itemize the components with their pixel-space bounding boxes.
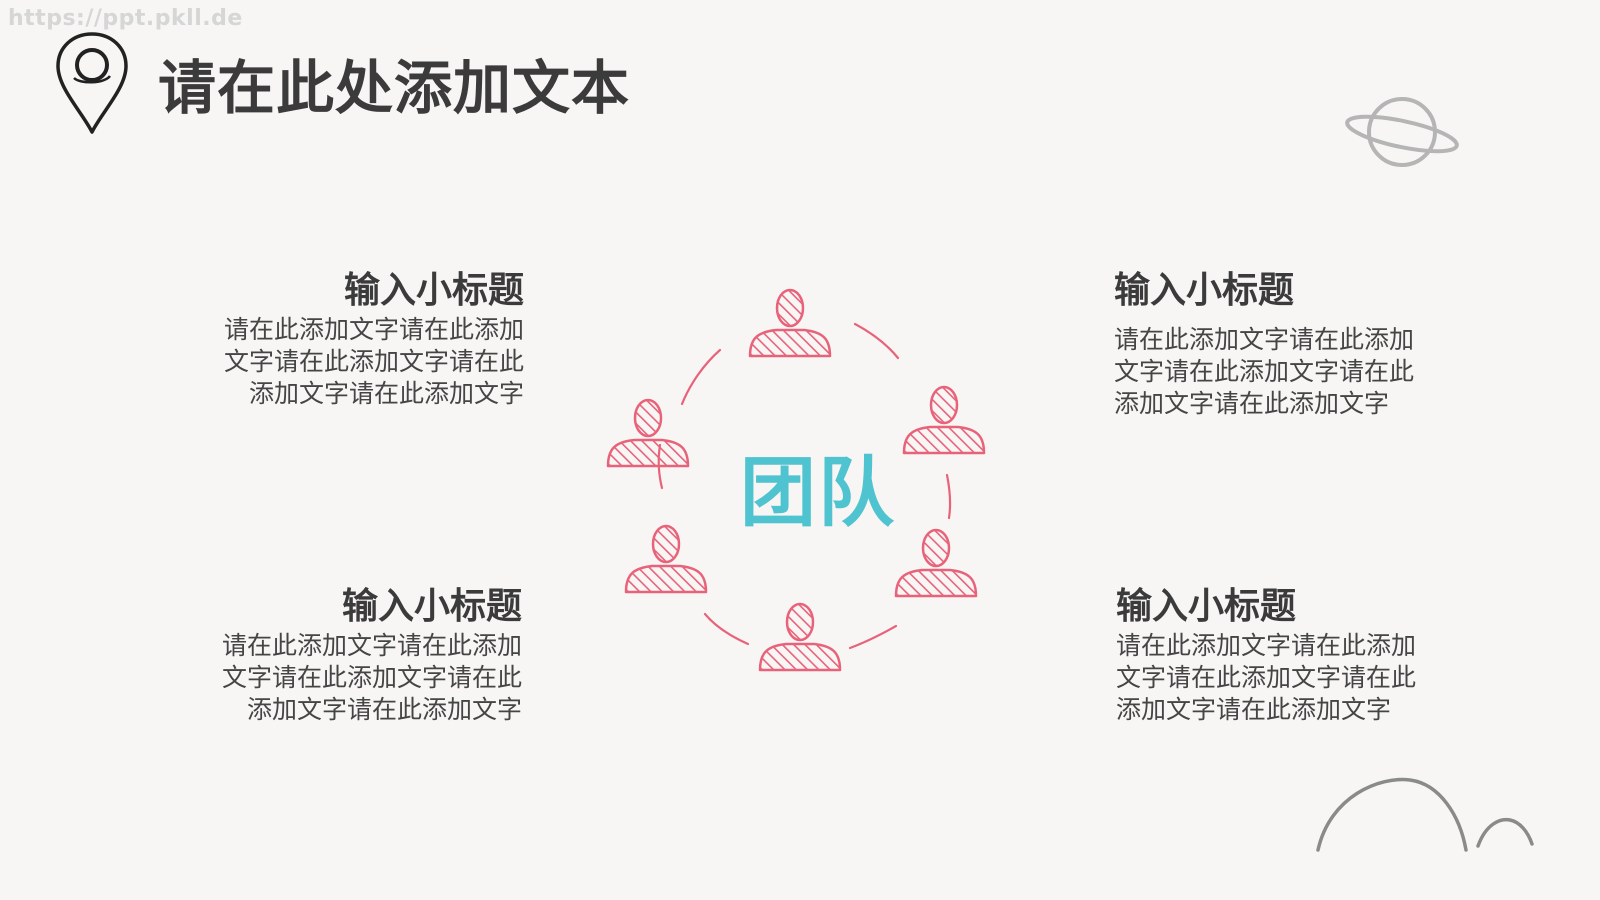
block-heading: 输入小标题: [341, 586, 522, 627]
block-heading: 输入小标题: [1116, 586, 1297, 627]
text-block-top-left: 输入小标题 请在此添加文字请在此添加 文字请在此添加文字请在此 添加文字请在此添…: [194, 268, 524, 410]
center-label: 团队: [740, 448, 896, 537]
text-block-top-right: 输入小标题 请在此添加文字请在此添加 文字请在此添加文字请在此 添加文字请在此添…: [1114, 268, 1444, 420]
person-icon-lower-right: [894, 528, 978, 598]
planet-icon: [1345, 97, 1459, 167]
page-title: 请在此处添加文本: [158, 54, 631, 122]
hills-icon: [1316, 777, 1534, 852]
text-block-bottom-left: 输入小标题 请在此添加文字请在此添加 文字请在此添加文字请在此 添加文字请在此添…: [192, 584, 522, 726]
person-icon-upper-left: [606, 398, 690, 468]
map-pin-icon: [56, 32, 128, 134]
block-heading: 输入小标题: [343, 270, 524, 311]
text-block-bottom-right: 输入小标题 请在此添加文字请在此添加 文字请在此添加文字请在此 添加文字请在此添…: [1116, 584, 1446, 726]
person-icon-upper-right: [902, 385, 986, 455]
block-body: 请在此添加文字请在此添加 文字请在此添加文字请在此 添加文字请在此添加文字: [221, 631, 522, 724]
team-diagram: [606, 288, 986, 672]
person-icon-top: [748, 288, 832, 358]
block-body: 请在此添加文字请在此添加 文字请在此添加文字请在此 添加文字请在此添加文字: [1114, 325, 1415, 418]
person-icon-lower-left: [624, 524, 708, 594]
watermark-text: https://ppt.pkll.de: [8, 6, 243, 31]
block-heading: 输入小标题: [1114, 270, 1295, 311]
person-icon-bottom: [758, 602, 842, 672]
block-body: 请在此添加文字请在此添加 文字请在此添加文字请在此 添加文字请在此添加文字: [223, 315, 524, 408]
block-body: 请在此添加文字请在此添加 文字请在此添加文字请在此 添加文字请在此添加文字: [1116, 631, 1417, 724]
